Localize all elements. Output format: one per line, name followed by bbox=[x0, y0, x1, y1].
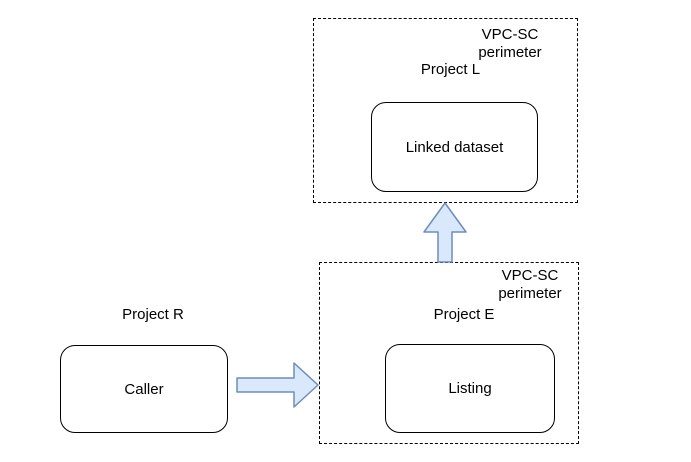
arrow-listing-to-linked-dataset bbox=[423, 202, 467, 263]
perimeter-label-bottom: VPC-SC perimeter bbox=[470, 267, 590, 303]
arrow-listing-to-linked-dataset-shape bbox=[423, 202, 467, 263]
project-e-label: Project E bbox=[433, 306, 495, 323]
arrow-caller-to-listing-shape bbox=[236, 362, 319, 408]
arrow-caller-to-listing bbox=[236, 362, 319, 408]
node-caller: Caller bbox=[60, 345, 228, 433]
node-linked-dataset-label: Linked dataset bbox=[405, 138, 504, 156]
node-linked-dataset: Linked dataset bbox=[371, 102, 538, 192]
perimeter-label-bottom-line2: perimeter bbox=[498, 285, 562, 302]
perimeter-label-top-line1: VPC-SC bbox=[481, 26, 539, 43]
project-r-label: Project R bbox=[122, 306, 184, 323]
node-listing-label: Listing bbox=[448, 380, 492, 397]
node-caller-label: Caller bbox=[124, 380, 164, 398]
perimeter-label-top-line2: perimeter bbox=[478, 44, 542, 61]
vpc-sc-perimeter-bottom: VPC-SC perimeter Project E Listing bbox=[319, 262, 579, 444]
project-l-label: Project L bbox=[420, 61, 481, 78]
vpc-sc-perimeter-top: VPC-SC perimeter Project L Linked datase… bbox=[313, 18, 578, 203]
node-listing: Listing bbox=[385, 344, 555, 433]
perimeter-label-bottom-line1: VPC-SC bbox=[501, 267, 559, 284]
perimeter-label-top: VPC-SC perimeter bbox=[450, 26, 570, 62]
